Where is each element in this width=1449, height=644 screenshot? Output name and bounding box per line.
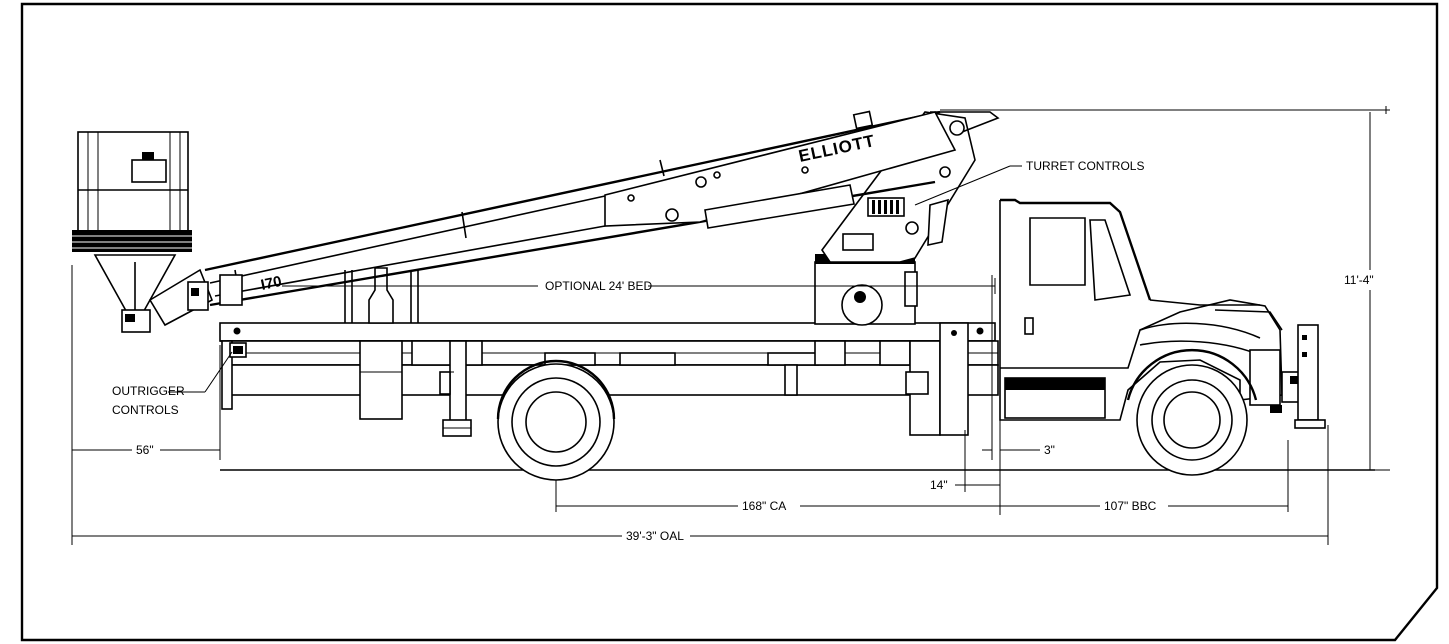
rear-overhang-dimension: 56": [71, 265, 221, 545]
boom-model-text: I70: [259, 273, 283, 294]
ca-text: 168" CA: [742, 499, 786, 513]
optional-bed-label: OPTIONAL 24' BED: [545, 279, 653, 293]
oal-dimension: 39'-3" OAL: [72, 425, 1329, 545]
height-dimension: 11'-4": [940, 106, 1390, 471]
cab-gap-dimension: 14": [930, 420, 1001, 515]
cab-gap-text: 14": [930, 478, 948, 492]
rear-overhang-text: 56": [136, 443, 154, 457]
outrigger-controls-label-line1: OUTRIGGER: [112, 384, 185, 398]
front-wheel: [1126, 348, 1258, 476]
drawing-frame: [20, 2, 1439, 642]
bbc-text: 107" BBC: [1104, 499, 1157, 513]
bed-gap-text: 3": [1044, 443, 1055, 457]
oal-text: 39'-3" OAL: [626, 529, 684, 543]
flatbed: [219, 267, 999, 437]
truck-cab: [999, 198, 1326, 429]
aerial-platform: [72, 131, 243, 333]
ca-bbc-dimension: 168" CA 107" BBC: [555, 440, 1289, 513]
outrigger-controls-label-line2: CONTROLS: [112, 403, 179, 417]
turret-controls-label: TURRET CONTROLS: [1026, 159, 1144, 173]
rear-wheel: [496, 359, 616, 481]
height-dimension-text: 11'-4": [1344, 273, 1374, 287]
